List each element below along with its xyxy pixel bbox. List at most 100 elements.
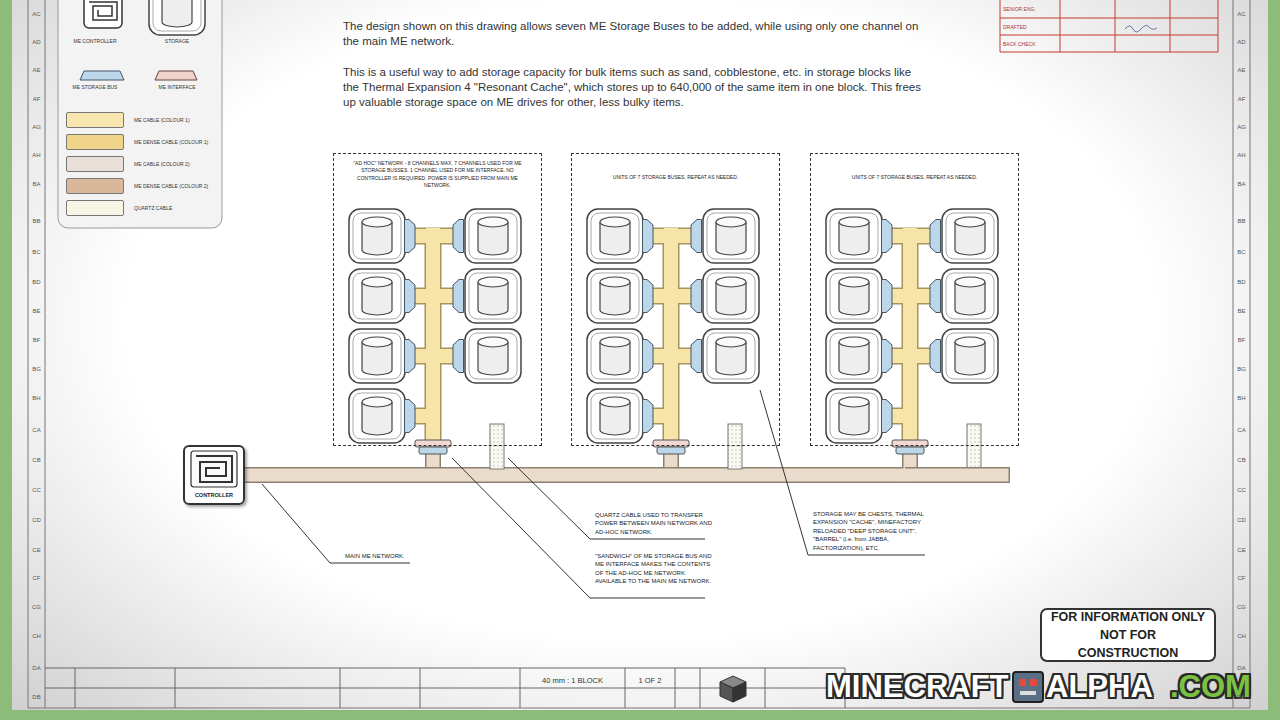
- callout-note: "SANDWICH" OF ME STORAGE BUS AND ME INTE…: [595, 552, 717, 586]
- label-slot: AF: [28, 95, 45, 103]
- storage-unit-group: UNITS OF 7 STORAGE BUSES, REPEAT AS NEED…: [810, 153, 1019, 446]
- label-slot: BF: [28, 336, 45, 344]
- grid-reference: BD: [1233, 278, 1250, 286]
- label-slot: QUARTZ CABLE USED TO TRANSFER POWER BETW…: [595, 511, 720, 536]
- grid-reference: AG: [28, 123, 45, 131]
- grid-reference: DA: [1233, 664, 1250, 672]
- grid-reference: BE: [28, 307, 45, 315]
- title-block-cell: BACK CHECK: [1003, 40, 1059, 48]
- legend-text: ME CONTROLLER: [64, 38, 126, 45]
- group-heading: UNITS OF 7 STORAGE BUSES, REPEAT AS NEED…: [825, 174, 1004, 181]
- label-slot: MAIN ME NETWORK.: [345, 552, 445, 560]
- label-slot: DA: [28, 664, 45, 672]
- label-slot: AH: [28, 151, 45, 159]
- title-block-cell: DRAFTED: [1003, 23, 1059, 31]
- label-slot: CB: [1233, 456, 1250, 464]
- grid-reference: CH: [28, 632, 45, 640]
- label-slot: AE: [28, 66, 45, 74]
- label-slot: BH: [28, 394, 45, 402]
- label-slot: DA: [1233, 664, 1250, 672]
- grid-reference: CD: [1233, 516, 1250, 524]
- title-block: [45, 668, 845, 708]
- label-slot: 1 OF 2: [627, 676, 673, 686]
- sheet-number: 1 OF 2: [627, 676, 673, 686]
- watermark: .COM: [1170, 669, 1264, 705]
- legend-slot: ME STORAGE BUS: [64, 84, 126, 91]
- legend-bus-icon: [80, 71, 124, 80]
- legend-slot: ME INTERFACE: [146, 84, 208, 91]
- label-slot: CG: [28, 603, 45, 611]
- grid-reference: AE: [28, 66, 45, 74]
- leader-line: [760, 390, 925, 555]
- label-slot: CF: [1233, 574, 1250, 582]
- leader-line: [452, 458, 705, 598]
- revision-table: [1000, 0, 1218, 52]
- grid-reference: BA: [1233, 180, 1250, 188]
- label-slot: BG: [1233, 365, 1250, 373]
- label-slot: AD: [1233, 38, 1250, 46]
- label-slot: BE: [1233, 307, 1250, 315]
- label-slot: BACK CHECK: [1003, 40, 1059, 48]
- label-slot: CE: [28, 546, 45, 554]
- label-slot: 40 mm : 1 BLOCK: [520, 676, 625, 686]
- label-slot: AG: [28, 123, 45, 131]
- grid-reference: BA: [28, 180, 45, 188]
- label-slot: ALPHA: [1046, 669, 1172, 705]
- notice-box: FOR INFORMATION ONLY NOT FOR CONSTRUCTIO…: [1040, 608, 1216, 662]
- grid-reference: CG: [28, 603, 45, 611]
- legend-text: ME STORAGE BUS: [64, 84, 126, 91]
- legend-controller-icon: [84, 0, 122, 28]
- label-slot: The design shown on this drawing allows …: [343, 19, 923, 49]
- legend-slot: STORAGE: [146, 38, 208, 45]
- label-slot: DB: [28, 693, 45, 701]
- grid-reference: BE: [1233, 307, 1250, 315]
- cable-stroke: [245, 446, 910, 475]
- grid-reference: CC: [1233, 486, 1250, 494]
- label-slot: BH: [1233, 394, 1250, 402]
- grid-reference: DB: [1233, 693, 1250, 701]
- legend-interface-icon: [155, 71, 197, 80]
- legend-swatch: [66, 112, 124, 128]
- label-slot: BA: [1233, 180, 1250, 188]
- design-note: This is a useful way to add storage capa…: [343, 65, 923, 110]
- label-slot: MINECRAFT: [826, 669, 1012, 705]
- grid-reference: AD: [28, 38, 45, 46]
- legend-text: ME CABLE (COLOUR 2): [134, 161, 190, 168]
- legend-swatch: [66, 134, 124, 150]
- label-slot: CC: [28, 486, 45, 494]
- legend-text: ME CABLE (COLOUR 1): [134, 117, 190, 124]
- grid-reference: AG: [1233, 123, 1250, 131]
- grid-reference: CG: [1233, 603, 1250, 611]
- grid-reference: AC: [28, 10, 45, 18]
- storage-unit-group: UNITS OF 7 STORAGE BUSES, REPEAT AS NEED…: [571, 153, 780, 446]
- scale-text: 40 mm : 1 BLOCK: [520, 676, 625, 686]
- label-slot: CH: [28, 632, 45, 640]
- label-slot: .COM: [1170, 669, 1264, 705]
- grid-reference: BH: [1233, 394, 1250, 402]
- controller-label: CONTROLLER: [187, 492, 241, 500]
- controller-box: CONTROLLER: [183, 445, 245, 505]
- grid-reference: AE: [1233, 66, 1250, 74]
- label-slot: BF: [1233, 336, 1250, 344]
- watermark: MINECRAFT: [826, 669, 1012, 705]
- legend-text: ME DENSE CABLE (COLOUR 1): [134, 139, 208, 146]
- grid-reference: BB: [1233, 217, 1250, 225]
- grid-reference: BG: [28, 365, 45, 373]
- label-slot: BB: [1233, 217, 1250, 225]
- label-slot: CC: [1233, 486, 1250, 494]
- label-slot: CH: [1233, 632, 1250, 640]
- label-slot: AH: [1233, 151, 1250, 159]
- label-slot: BC: [1233, 248, 1250, 256]
- legend-slot: ME DENSE CABLE (COLOUR 2): [134, 178, 216, 194]
- grid-reference: BF: [28, 336, 45, 344]
- main-me-cable: [245, 446, 910, 475]
- design-note: The design shown on this drawing allows …: [343, 19, 923, 49]
- grid-reference: AF: [1233, 95, 1250, 103]
- storage-unit: [587, 209, 759, 469]
- legend-slot: ME CONTROLLER: [64, 38, 126, 45]
- label-slot: BG: [28, 365, 45, 373]
- legend-slot: ME CABLE (COLOUR 2): [134, 156, 216, 172]
- signature-scribble: [1125, 25, 1157, 32]
- label-slot: BD: [1233, 278, 1250, 286]
- grid-reference: BC: [1233, 248, 1250, 256]
